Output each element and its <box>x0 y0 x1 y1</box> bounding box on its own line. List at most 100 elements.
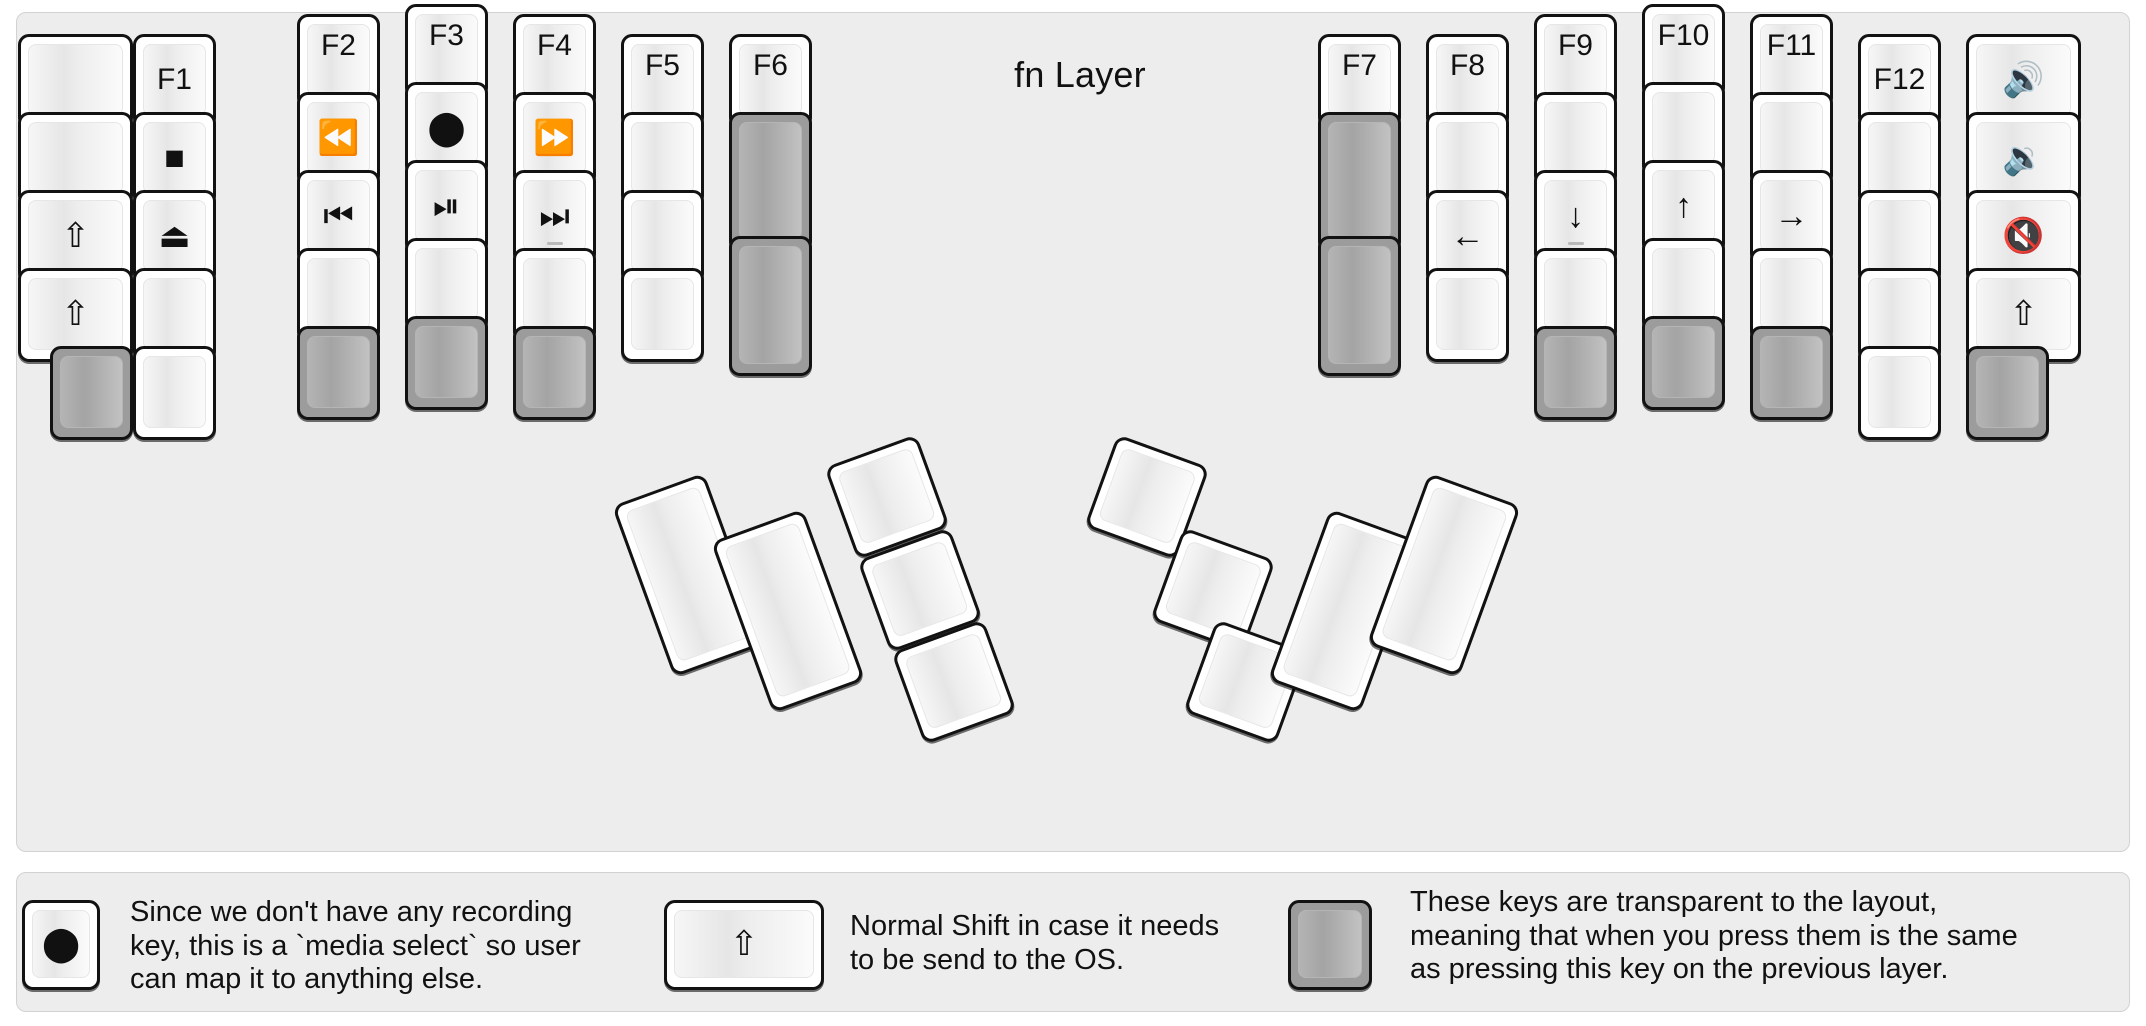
keycap <box>28 122 123 194</box>
keycap <box>143 278 206 350</box>
keycap <box>307 258 370 330</box>
keycap <box>904 632 1004 731</box>
keycap: → <box>1760 180 1823 252</box>
keycap: F10 <box>1652 14 1715 86</box>
arrow-up-icon: ↑ <box>1675 187 1692 225</box>
key-label: F3 <box>428 19 464 52</box>
key-label: F12 <box>1873 63 1926 96</box>
key-right-c4-r4-transparent[interactable] <box>1750 326 1833 420</box>
shift-icon: ⇧ <box>2009 295 2038 333</box>
media-record-icon: ⬤ <box>41 925 81 963</box>
keycap <box>415 248 478 320</box>
keycap <box>631 278 694 350</box>
key-right-c0-r2-transparent-tall[interactable] <box>1318 236 1401 376</box>
legend-panel <box>16 872 2130 1012</box>
keycap: ⏏ <box>143 200 206 272</box>
legend-item-transparent: These keys are transparent to the layout… <box>1288 872 2128 1012</box>
keycap <box>1868 356 1931 428</box>
legend-text-transparent: These keys are transparent to the layout… <box>1410 886 2018 986</box>
keycap <box>1976 356 2039 428</box>
keycap <box>1868 200 1931 272</box>
volume-mute-icon: 🔇 <box>2002 217 2045 255</box>
keycap <box>739 246 802 364</box>
legend-item-record: ⬤ Since we don't have any recording key,… <box>22 872 662 1012</box>
keycap: 🔉 <box>1976 122 2071 194</box>
keycap <box>415 326 478 398</box>
key-right-c1-r3[interactable] <box>1426 268 1509 362</box>
keycap: F11 <box>1760 24 1823 96</box>
keycap: ↓ <box>1544 180 1607 252</box>
keycap <box>523 336 586 408</box>
keycap <box>1163 540 1263 639</box>
key-label: F10 <box>1657 19 1710 52</box>
media-previous-icon: ⏮ <box>323 197 354 235</box>
keycap <box>1652 326 1715 398</box>
keycap <box>28 44 123 116</box>
keycap: ⏪ <box>307 102 370 174</box>
page-title: fn Layer <box>1014 54 1146 95</box>
media-stop-icon: ■ <box>164 139 185 177</box>
legend-text-shift: Normal Shift in case it needs to be send… <box>850 910 1220 976</box>
legend-key-transparent <box>1288 900 1372 990</box>
shift-icon: ⇧ <box>729 925 759 963</box>
keycap <box>631 200 694 272</box>
keycap <box>60 356 123 428</box>
key-left-c4-r3[interactable] <box>513 248 596 342</box>
keycap <box>1760 102 1823 174</box>
key-label: F5 <box>644 49 680 82</box>
key-label: F6 <box>752 49 788 82</box>
media-play-pause-icon: ⏯ <box>432 187 461 225</box>
key-left-c6-r2-transparent-tall[interactable] <box>729 236 812 376</box>
keycap <box>1868 278 1931 350</box>
key-left-c2-r4-transparent[interactable] <box>297 326 380 420</box>
key-label: F8 <box>1449 49 1485 82</box>
keycap <box>1760 258 1823 330</box>
key-left-c1-r4[interactable] <box>133 346 216 440</box>
keycap <box>1298 910 1362 978</box>
keycap: ⏭ <box>523 180 586 252</box>
key-label: F9 <box>1557 29 1593 62</box>
key-left-c3-r4-transparent[interactable] <box>405 316 488 410</box>
key-label: F1 <box>156 63 192 96</box>
key-accent-underscore <box>546 242 563 245</box>
keycap <box>143 356 206 428</box>
volume-down-icon: 🔉 <box>2002 139 2045 177</box>
keycap: 🔇 <box>1976 200 2071 272</box>
media-rewind-icon: ⏪ <box>317 119 360 157</box>
media-eject-icon: ⏏ <box>158 217 191 255</box>
key-left-c0-r4-transparent[interactable] <box>50 346 133 440</box>
keycap: F1 <box>143 44 206 116</box>
key-left-c4-r4-transparent[interactable] <box>513 326 596 420</box>
key-left-c0-r3-shift[interactable]: ⇧ <box>18 268 133 362</box>
caps-lock-icon: ⇧ <box>61 217 90 255</box>
legend-item-shift: ⇧ Normal Shift in case it needs to be se… <box>664 872 1264 1012</box>
key-left-c1-r3[interactable] <box>133 268 216 362</box>
arrow-right-icon: → <box>1774 197 1809 235</box>
keycap: F6 <box>739 44 802 116</box>
key-right-c6-r4-transparent[interactable] <box>1966 346 2049 440</box>
keycap: ⏩ <box>523 102 586 174</box>
keycap: F12 <box>1868 44 1931 116</box>
key-left-c6-r1-transparent-tall[interactable] <box>729 112 812 252</box>
keycap <box>870 540 970 639</box>
keycap: F4 <box>523 24 586 96</box>
key-right-c0-r1-transparent-tall[interactable] <box>1318 112 1401 252</box>
key-label: F7 <box>1341 49 1377 82</box>
key-label: F2 <box>320 29 356 62</box>
key-right-c3-r4-transparent[interactable] <box>1642 316 1725 410</box>
key-right-c5-r4[interactable] <box>1858 346 1941 440</box>
key-label: F4 <box>536 29 572 62</box>
key-right-c2-r4-transparent[interactable] <box>1534 326 1617 420</box>
keycap: F5 <box>631 44 694 116</box>
keycap <box>1868 122 1931 194</box>
shift-icon: ⇧ <box>61 295 90 333</box>
keycap <box>631 122 694 194</box>
arrow-down-icon: ↓ <box>1567 197 1584 235</box>
keycap <box>1544 258 1607 330</box>
keycap <box>307 336 370 408</box>
keycap: ⬤ <box>415 92 478 164</box>
keycap <box>837 447 937 546</box>
key-left-c5-r3[interactable] <box>621 268 704 362</box>
media-record-icon: ⬤ <box>427 109 466 147</box>
